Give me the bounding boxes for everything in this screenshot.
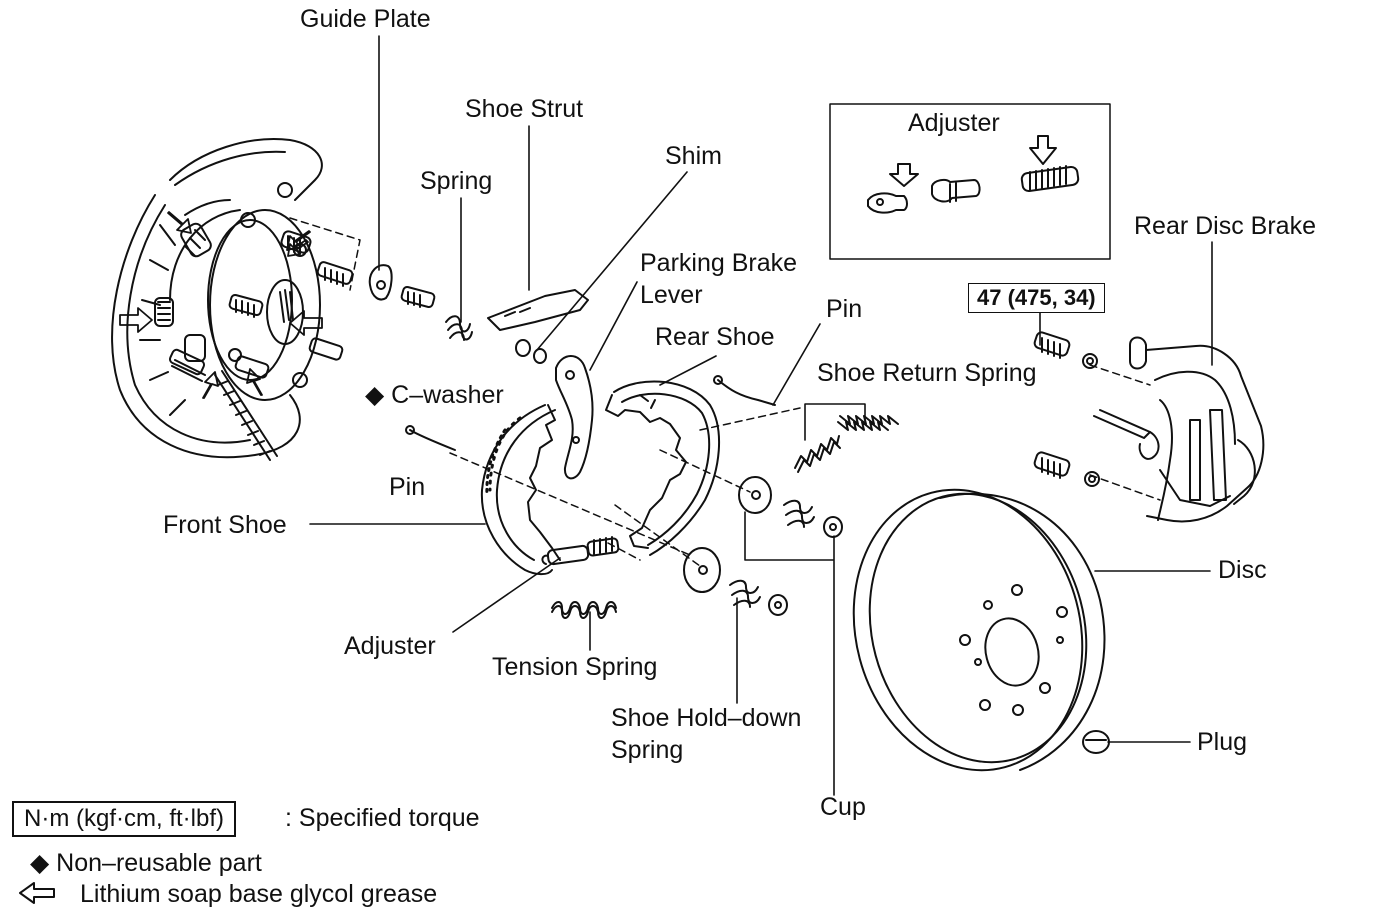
front-shoe-part [482,405,560,574]
leader-lines [310,36,1212,795]
pin-parts [406,376,775,450]
caliper-bolts [1033,331,1099,486]
grease-arrows-hub [120,212,322,398]
label-tension-spring: Tension Spring [492,653,658,681]
legend-grease: Lithium soap base glycol grease [80,880,438,908]
plug-part [1083,731,1109,753]
c-washer-part [516,340,546,363]
label-shoe-hold-down-spring-line2: Spring [611,736,684,764]
label-cup: Cup [820,793,866,821]
rear-shoe-part [606,381,719,555]
label-shoe-return-spring: Shoe Return Spring [817,359,1037,387]
label-parking-brake-lever-line1: Parking Brake [640,249,798,277]
label-pin-lower: Pin [389,473,426,501]
label-spring: Spring [420,167,493,195]
label-adjuster: Adjuster [344,632,436,660]
caliper-part [1094,338,1263,522]
label-adjuster-inset: Adjuster [908,109,1000,137]
legend-torque-desc: : Specified torque [285,804,480,832]
axle-hub [155,210,353,460]
spring-part [446,316,472,340]
shoe-strut-part [488,290,588,330]
label-front-shoe: Front Shoe [163,511,287,539]
label-parking-brake-lever-line2: Lever [640,281,703,309]
label-rear-disc-brake: Rear Disc Brake [1134,212,1316,240]
tension-spring-part [552,602,616,618]
assembly-lines [450,365,1160,566]
torque-spec-box: 47 (475, 34) [968,283,1105,313]
hollow-left-arrow-icon [20,883,54,903]
label-plug: Plug [1197,728,1248,756]
parking-brake-lever-part [556,356,593,478]
label-shoe-hold-down-spring-line1: Shoe Hold–down [611,704,802,732]
hold-down-spring-upper [739,477,842,537]
adjuster-inset-box [830,104,1110,259]
legend-non-reusable: ◆ Non–reusable part [30,849,262,877]
backing-plate [112,139,322,457]
label-c-washer: ◆ C–washer [365,381,504,409]
label-pin-upper: Pin [826,295,863,323]
adjuster-inset-parts [868,136,1079,213]
label-shim: Shim [665,142,722,170]
guide-plate-part [370,265,436,308]
label-guide-plate: Guide Plate [300,5,431,33]
label-shoe-strut: Shoe Strut [465,95,584,123]
hold-down-spring-lower [684,548,787,615]
label-disc: Disc [1218,556,1267,584]
shoe-return-spring-part [795,416,898,472]
adjuster-part [542,537,618,565]
assembly-line-hub [290,218,360,290]
disc-rotor-part [823,464,1116,796]
label-rear-shoe: Rear Shoe [655,323,775,351]
legend-torque-unit-box: N·m (kgf·cm, ft·lbf) [12,801,236,837]
